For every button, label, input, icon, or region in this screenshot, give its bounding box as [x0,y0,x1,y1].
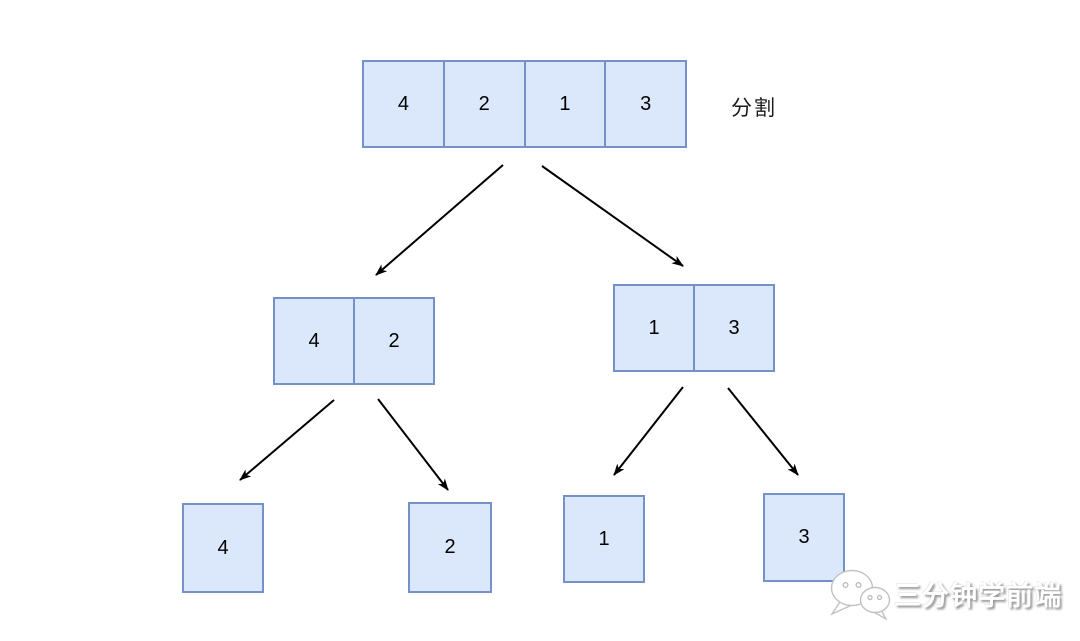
array-cell: 1 [523,62,605,146]
array-cell: 4 [308,329,320,352]
array-node-right-pair: 1 3 [613,284,775,372]
arrow-right-pair-to-leaf-1 [613,386,684,476]
array-cell: 2 [353,299,433,383]
wechat-icon [830,569,891,620]
split-label: 分割 [731,97,777,120]
arrow-left-pair-to-leaf-4 [239,399,335,481]
array-node-leaf-4: 4 [182,503,264,593]
array-node-left-pair: 4 2 [273,297,435,385]
array-cell: 3 [798,526,810,548]
array-cell: 3 [604,62,685,146]
arrow-root-to-left-pair [375,164,504,276]
array-cell: 3 [693,286,773,370]
array-cell: 2 [442,62,524,146]
arrow-right-pair-to-leaf-3 [727,387,799,476]
arrow-left-pair-to-leaf-2 [377,398,449,491]
array-cell: 1 [648,316,660,339]
arrow-root-to-right-pair [541,165,684,267]
array-node-leaf-1: 1 [563,495,645,583]
watermark-text: 三分钟学前端 [894,580,1062,611]
array-cell: 4 [397,92,409,115]
array-node-leaf-2: 2 [408,502,492,593]
array-node-leaf-3: 3 [763,493,845,582]
array-node-root: 4 2 1 3 [362,60,687,148]
array-cell: 1 [598,527,610,550]
array-cell: 2 [444,536,456,558]
array-cell: 4 [217,536,229,559]
watermark: 三分钟学前端 [828,566,1062,620]
